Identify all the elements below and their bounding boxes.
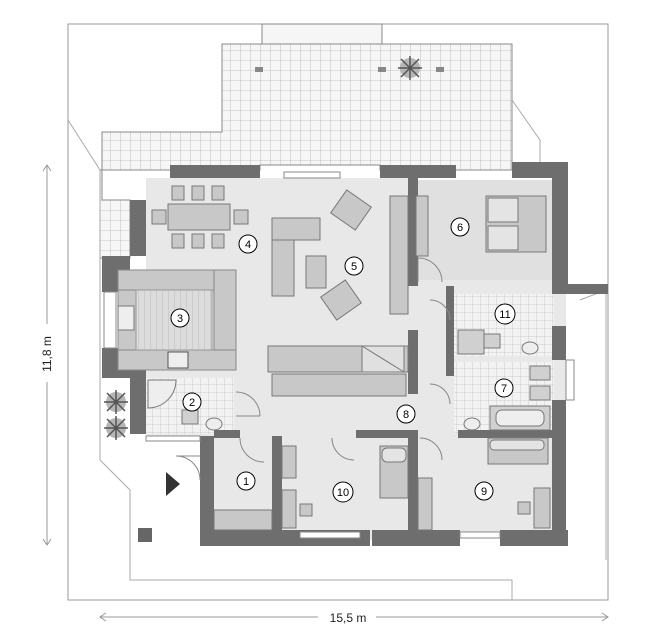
terrace-step — [261, 23, 383, 45]
sofa-set — [271, 189, 409, 321]
svg-text:3: 3 — [177, 313, 183, 325]
svg-text:11: 11 — [499, 309, 510, 321]
svg-text:9: 9 — [481, 486, 487, 498]
svg-text:8: 8 — [403, 409, 409, 421]
bedroom-9-furniture — [417, 437, 551, 531]
room-marker-7: 7 — [494, 378, 514, 398]
entrance-arrow-icon — [166, 472, 180, 496]
svg-text:5: 5 — [351, 261, 357, 273]
roof-edge — [67, 119, 513, 600]
plant-icon — [398, 56, 422, 80]
kitchen-counters — [117, 269, 237, 371]
room-marker-5: 5 — [344, 256, 364, 276]
svg-text:2: 2 — [189, 397, 195, 409]
door-swings — [175, 257, 451, 481]
room-marker-3: 3 — [170, 308, 190, 328]
room-marker-9: 9 — [474, 481, 494, 501]
svg-text:6: 6 — [457, 222, 463, 234]
svg-text:1: 1 — [243, 476, 249, 488]
roof-edge — [511, 99, 541, 170]
width-dimension: 15,5 m — [99, 609, 609, 625]
roof-edge — [579, 289, 607, 560]
stove-icon — [167, 351, 189, 369]
bedroom-10-furniture — [281, 445, 409, 529]
width-label: 15,5 m — [330, 611, 367, 625]
room-marker-2: 2 — [182, 392, 202, 412]
room-marker-11: 11 — [494, 303, 516, 325]
svg-text:4: 4 — [245, 239, 251, 251]
svg-text:7: 7 — [501, 383, 507, 395]
plant-icon — [104, 416, 128, 440]
height-label: 11,8 m — [40, 336, 54, 372]
hall-furniture — [267, 345, 409, 397]
room-marker-4: 4 — [238, 234, 258, 254]
terrace-light — [378, 67, 386, 72]
bathroom-7-fixtures — [463, 365, 551, 431]
svg-text:10: 10 — [337, 487, 349, 499]
bathroom-11-fixtures — [457, 329, 539, 355]
bed-icon — [415, 195, 547, 257]
windows — [103, 171, 575, 539]
height-dimension: 11,8 m — [39, 164, 55, 546]
terrace-light — [436, 67, 444, 72]
plant-icon — [104, 390, 128, 414]
closet — [213, 509, 273, 531]
room-marker-6: 6 — [450, 217, 470, 237]
dining-set — [151, 185, 249, 249]
room-marker-10: 10 — [332, 481, 354, 503]
pillar — [138, 528, 152, 542]
room-marker-8: 8 — [396, 404, 416, 424]
terrace-light — [255, 67, 263, 72]
sink-icon — [117, 305, 135, 331]
room-marker-1: 1 — [236, 471, 256, 491]
